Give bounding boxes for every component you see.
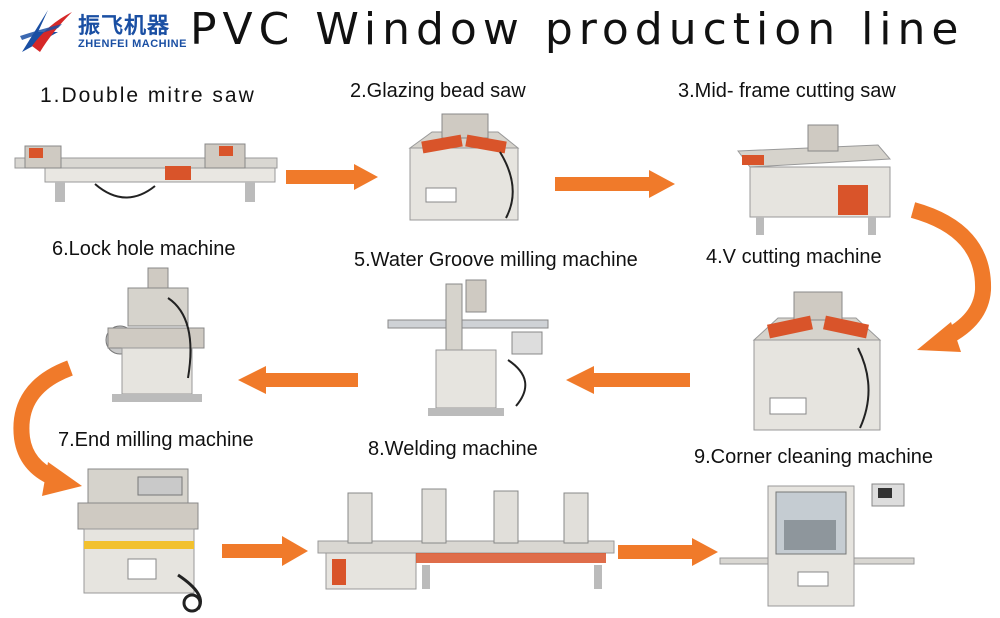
arrow-6-to-7-curved	[13, 360, 82, 496]
machine-4-v-cutting	[752, 291, 882, 431]
machine-5-water-groove-milling	[387, 279, 549, 416]
machine-6-lock-hole	[105, 267, 205, 402]
machine-8-welding	[317, 488, 615, 590]
logo-icon	[20, 10, 72, 52]
machine-2-glazing-bead-saw	[408, 113, 520, 221]
brand-name-cn: 振飞机器	[78, 14, 171, 39]
arrow-4-to-5	[566, 366, 690, 394]
arrow-1-to-2	[286, 164, 378, 190]
arrow-3-to-4-curved	[910, 202, 992, 352]
step-label-1: 1.Double mitre saw	[40, 84, 256, 107]
step-label-4: 4.V cutting machine	[706, 246, 882, 268]
step-label-3: 3.Mid- frame cutting saw	[678, 80, 896, 102]
brand-name-en: ZHENFEI MACHINE	[78, 38, 187, 50]
machine-3-mid-frame-saw	[737, 124, 892, 235]
step-label-5: 5.Water Groove milling machine	[354, 249, 638, 271]
arrow-8-to-9	[618, 538, 718, 566]
step-label-9: 9.Corner cleaning machine	[694, 446, 934, 468]
machine-7-end-milling	[77, 468, 202, 613]
page-title: PVC Window production line	[190, 4, 965, 55]
step-label-2: 2.Glazing bead saw	[350, 80, 526, 102]
step-label-7: 7.End milling machine	[58, 429, 254, 451]
arrow-5-to-6	[238, 366, 358, 394]
machine-9-corner-cleaning	[719, 483, 915, 607]
arrow-2-to-3	[555, 170, 675, 198]
step-label-8: 8.Welding machine	[368, 438, 538, 460]
machine-1-double-mitre-saw	[14, 143, 278, 202]
step-label-6: 6.Lock hole machine	[52, 238, 236, 260]
arrow-7-to-8	[222, 536, 308, 566]
